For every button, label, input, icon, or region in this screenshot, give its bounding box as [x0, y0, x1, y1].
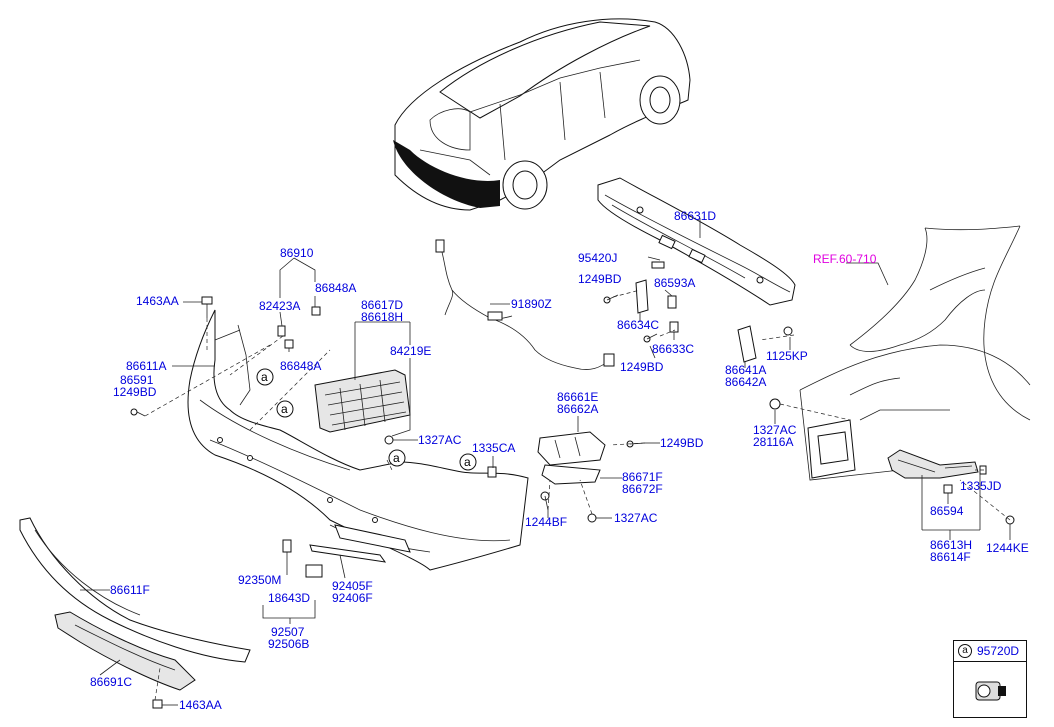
callout-letter: a	[261, 370, 268, 384]
label-86691C: 86691C	[90, 675, 132, 689]
lower-diffuser	[19, 517, 251, 691]
rear-quarter-panel	[799, 225, 1031, 481]
label-1335CA: 1335CA	[472, 441, 515, 455]
car-illustration	[393, 18, 691, 211]
label-95420J: 95420J	[578, 251, 617, 265]
label-86634C: 86634C	[617, 318, 659, 332]
assembly-dash-lines	[144, 289, 1011, 701]
label-86848A-top: 86848A	[315, 281, 356, 295]
label-86611F: 86611F	[110, 583, 150, 597]
label-1463AA-bottom: 1463AA	[179, 698, 222, 712]
label-1249BD-right: 1249BD	[660, 436, 704, 450]
energy-absorber	[314, 369, 411, 433]
side-bracket	[887, 449, 979, 479]
label-86617D: 86617D	[361, 298, 403, 312]
label-86672F: 86672F	[622, 482, 663, 496]
label-1463AA-top: 1463AA	[136, 294, 179, 308]
callout-letter: a	[393, 451, 400, 465]
label-86642A: 86642A	[725, 375, 766, 389]
label-86662A: 86662A	[557, 402, 598, 416]
callout-letter: a	[464, 455, 471, 469]
label-86671F: 86671F	[622, 470, 663, 484]
label-92506B: 92506B	[268, 637, 309, 651]
legend-part-image	[954, 662, 1026, 718]
legend-header: a 95720D	[954, 641, 1026, 662]
legend-code: 95720D	[977, 644, 1020, 658]
callout-markers: a a a a	[256, 368, 477, 471]
label-86611A: 86611A	[126, 359, 166, 373]
label-92406F: 92406F	[332, 591, 373, 605]
rear-bumper-cover	[187, 309, 529, 571]
label-18643D: 18643D	[268, 591, 310, 605]
label-86613H: 86613H	[930, 538, 972, 552]
ref-label: REF.60-710	[813, 252, 877, 266]
callout-letter: a	[281, 402, 288, 416]
fastener-parts	[130, 261, 1015, 709]
label-86661E: 86661E	[557, 390, 598, 404]
label-92507: 92507	[271, 625, 305, 639]
legend-letter: a	[958, 644, 972, 658]
label-1327AC-right: 1327AC	[753, 423, 797, 437]
label-86631D: 86631D	[674, 209, 716, 223]
label-86594: 86594	[930, 504, 964, 518]
parking-sensor-icon	[975, 681, 1006, 701]
label-82423A: 82423A	[259, 299, 300, 313]
label-1249BD-mid: 1249BD	[620, 360, 664, 374]
label-1125KP: 1125KP	[766, 349, 808, 363]
wiring-harness	[435, 239, 615, 370]
part-labels: 86910 82423A 86848A 86848A 1463AA 86611A…	[90, 209, 1029, 712]
label-1244KE: 1244KE	[986, 541, 1029, 555]
leader-lines	[80, 218, 1011, 706]
label-86910: 86910	[280, 246, 314, 260]
legend-box: a 95720D	[953, 640, 1027, 718]
center-bracket	[537, 431, 606, 485]
label-1327AC-mid: 1327AC	[418, 433, 462, 447]
label-1244BF: 1244BF	[525, 515, 567, 529]
label-86614F: 86614F	[930, 550, 971, 564]
label-86618H: 86618H	[361, 310, 403, 324]
rear-bumper-beam	[597, 177, 796, 306]
label-91890Z: 91890Z	[511, 297, 552, 311]
label-86591: 86591	[120, 373, 154, 387]
label-1249BD-upper: 1249BD	[578, 272, 622, 286]
label-1249BD-left: 1249BD	[113, 385, 157, 399]
label-86633C: 86633C	[652, 342, 694, 356]
label-1335JD: 1335JD	[960, 479, 1002, 493]
label-92350M: 92350M	[238, 573, 281, 587]
label-86593A: 86593A	[654, 276, 695, 290]
label-86641A: 86641A	[725, 363, 766, 377]
label-28116A: 28116A	[753, 435, 793, 449]
label-92405F: 92405F	[332, 579, 373, 593]
label-1327AC-low: 1327AC	[614, 511, 658, 525]
label-84219E: 84219E	[390, 344, 431, 358]
label-86848A-mid: 86848A	[280, 359, 321, 373]
